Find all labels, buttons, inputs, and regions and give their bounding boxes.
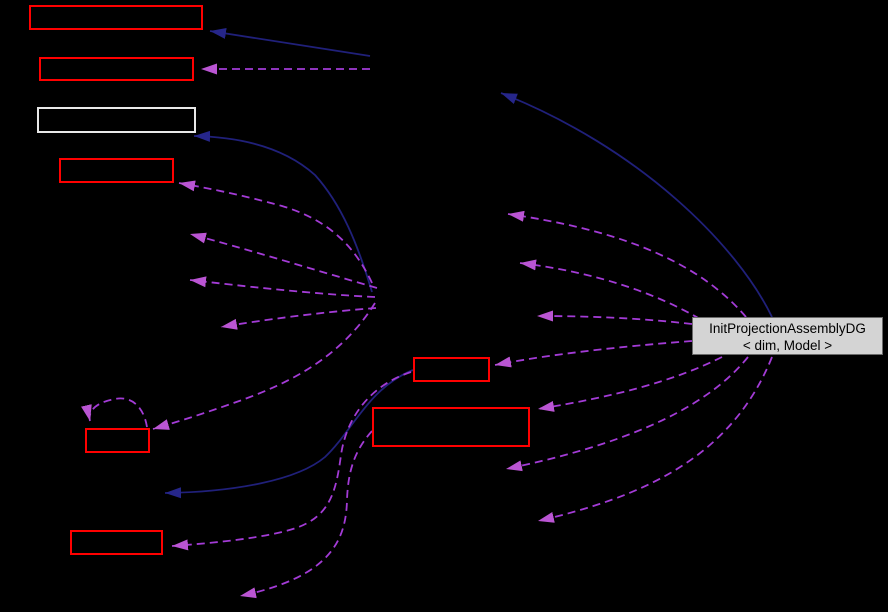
- edge-main-uses-mid-small-box: [494, 340, 693, 368]
- node-box-top-3[interactable]: [37, 107, 196, 133]
- edge-main-uses-hidden-up-1: [507, 210, 747, 318]
- edge-uses-left-small-box: [152, 302, 376, 430]
- edge-self-loop-left-small-box: [81, 397, 148, 428]
- node-box-mid-large[interactable]: [372, 407, 530, 447]
- edge-uses-box4: [178, 180, 373, 284]
- edge-main-uses-hidden-up-2: [519, 259, 701, 320]
- edge-uses-hidden-upper: [189, 232, 378, 289]
- edge-main-inherit-hidden-top: [500, 92, 773, 318]
- edge-uses-bottom-center: [239, 430, 373, 599]
- edge-main-uses-hidden-down-2: [537, 356, 773, 523]
- edge-uses-hidden-lower: [220, 307, 377, 330]
- edge-inherit-top-box: [209, 28, 371, 57]
- main-node-label-line1: InitProjectionAssemblyDG: [709, 321, 866, 336]
- node-box-top-2[interactable]: [39, 57, 194, 81]
- edge-main-uses-hidden-down-1: [505, 356, 749, 472]
- node-box-mid-small[interactable]: [413, 357, 490, 382]
- node-main-init-projection-assembly-dg: InitProjectionAssemblyDG < dim, Model >: [692, 317, 883, 355]
- node-box-bottom-left[interactable]: [70, 530, 163, 555]
- main-node-label-line2: < dim, Model >: [742, 338, 833, 353]
- edge-uses-hidden-middle: [189, 276, 376, 298]
- node-box-top-1[interactable]: [29, 5, 203, 30]
- node-box-top-4[interactable]: [59, 158, 174, 183]
- edge-main-uses-hidden-up-3: [536, 310, 693, 325]
- edge-main-uses-mid-large-box: [537, 356, 723, 412]
- node-box-left-small[interactable]: [85, 428, 150, 453]
- edge-uses-bottom-left-box: [171, 371, 412, 551]
- edge-inherit-light-box: [193, 130, 373, 293]
- edge-inherit-hidden-left: [164, 369, 414, 499]
